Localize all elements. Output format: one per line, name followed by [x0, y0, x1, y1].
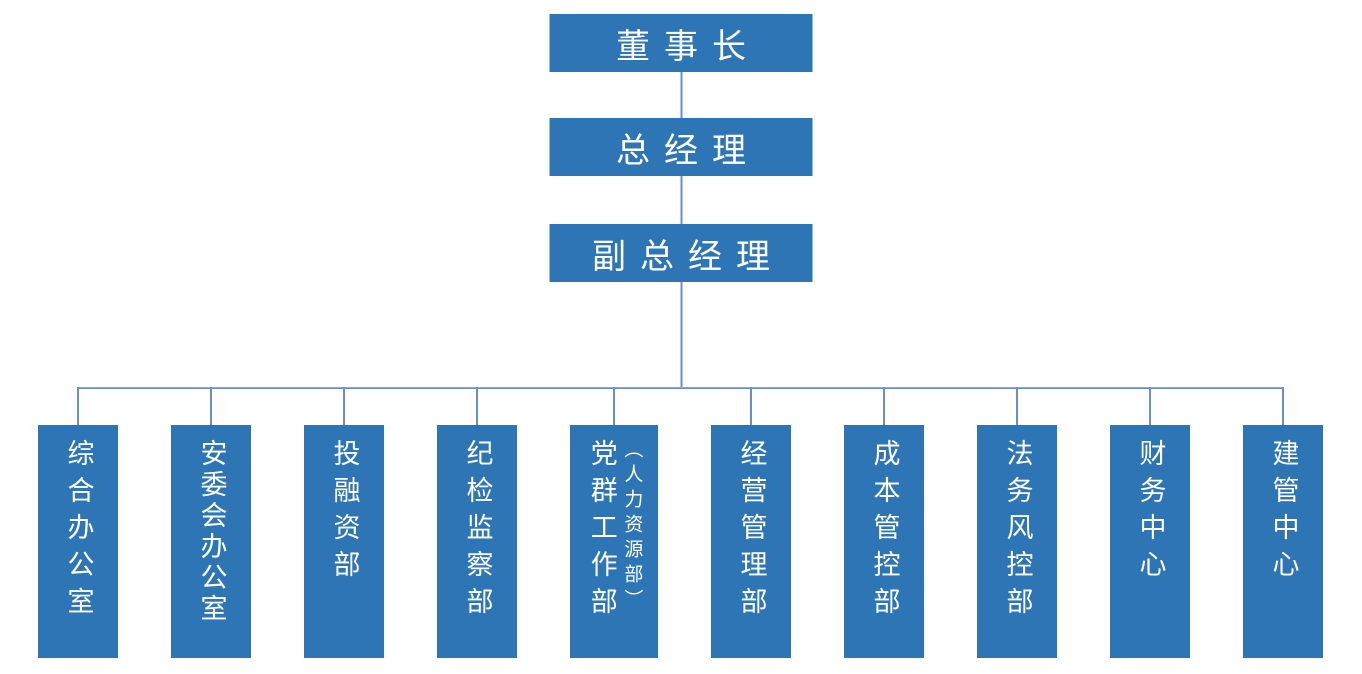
dept-finance-center: 财务中心	[1110, 425, 1190, 658]
dept-investment-financing: 投融资部	[304, 425, 384, 658]
branch-operation-management: 经营管理部	[711, 387, 791, 658]
connector-drop	[210, 387, 212, 425]
connector-drop	[883, 387, 885, 425]
dept-investment-financing-label: 投融资部	[329, 439, 360, 587]
dept-party-masses-label: 党群工作部	[586, 439, 617, 624]
dept-operation-management-label: 经营管理部	[736, 439, 767, 624]
branch-construction-management-center: 建管中心	[1243, 387, 1323, 658]
dept-legal-risk-control: 法务风控部	[977, 425, 1057, 658]
connector-horizontal-rail	[78, 387, 1283, 389]
dept-construction-management-center: 建管中心	[1243, 425, 1323, 658]
branch-investment-financing: 投融资部	[304, 387, 384, 658]
dept-safety-committee-office: 安委会办公室	[171, 425, 251, 658]
branch-discipline-inspection: 纪检监察部	[437, 387, 517, 658]
dept-discipline-inspection-label: 纪检监察部	[462, 439, 493, 624]
dept-cost-control: 成本管控部	[844, 425, 924, 658]
connector-drop	[476, 387, 478, 425]
connector-drop	[1016, 387, 1018, 425]
dept-general-office-label: 综合办公室	[63, 439, 94, 624]
branch-cost-control: 成本管控部	[844, 387, 924, 658]
connector-vertical-2	[680, 176, 682, 224]
dept-operation-management: 经营管理部	[711, 425, 791, 658]
dept-hr-sub-label: （人力资源部）	[621, 439, 643, 614]
branch-safety-committee-office: 安委会办公室	[171, 387, 251, 658]
dept-cost-control-label: 成本管控部	[869, 439, 900, 624]
departments-row: 综合办公室 安委会办公室 投融资部 纪检监察部 党群工作部	[38, 387, 1323, 658]
node-deputy-general-manager-label: 副总经理	[592, 237, 784, 276]
branch-party-masses-hr: 党群工作部 （人力资源部）	[570, 387, 658, 658]
connector-drop	[343, 387, 345, 425]
node-chairman: 董事长	[549, 14, 813, 72]
node-chairman-label: 董事长	[616, 27, 760, 66]
dept-legal-risk-control-label: 法务风控部	[1002, 439, 1033, 624]
connector-vertical-1	[680, 72, 682, 118]
dept-discipline-inspection: 纪检监察部	[437, 425, 517, 658]
branch-legal-risk-control: 法务风控部	[977, 387, 1057, 658]
executive-chain: 董事长 总经理 副总经理	[549, 14, 813, 387]
connector-drop	[1282, 387, 1284, 425]
branch-general-office: 综合办公室	[38, 387, 118, 658]
connector-drop	[613, 387, 615, 425]
connector-drop	[77, 387, 79, 425]
node-deputy-general-manager: 副总经理	[549, 224, 813, 282]
connector-drop	[1149, 387, 1151, 425]
dept-party-masses-hr: 党群工作部 （人力资源部）	[570, 425, 658, 658]
node-general-manager-label: 总经理	[616, 131, 760, 170]
dept-construction-management-center-label: 建管中心	[1268, 439, 1299, 587]
dept-safety-committee-office-label: 安委会办公室	[196, 439, 227, 625]
branch-finance-center: 财务中心	[1110, 387, 1190, 658]
dept-general-office: 综合办公室	[38, 425, 118, 658]
connector-drop	[750, 387, 752, 425]
node-general-manager: 总经理	[549, 118, 813, 176]
connector-vertical-3	[680, 282, 682, 387]
dept-finance-center-label: 财务中心	[1135, 439, 1166, 587]
